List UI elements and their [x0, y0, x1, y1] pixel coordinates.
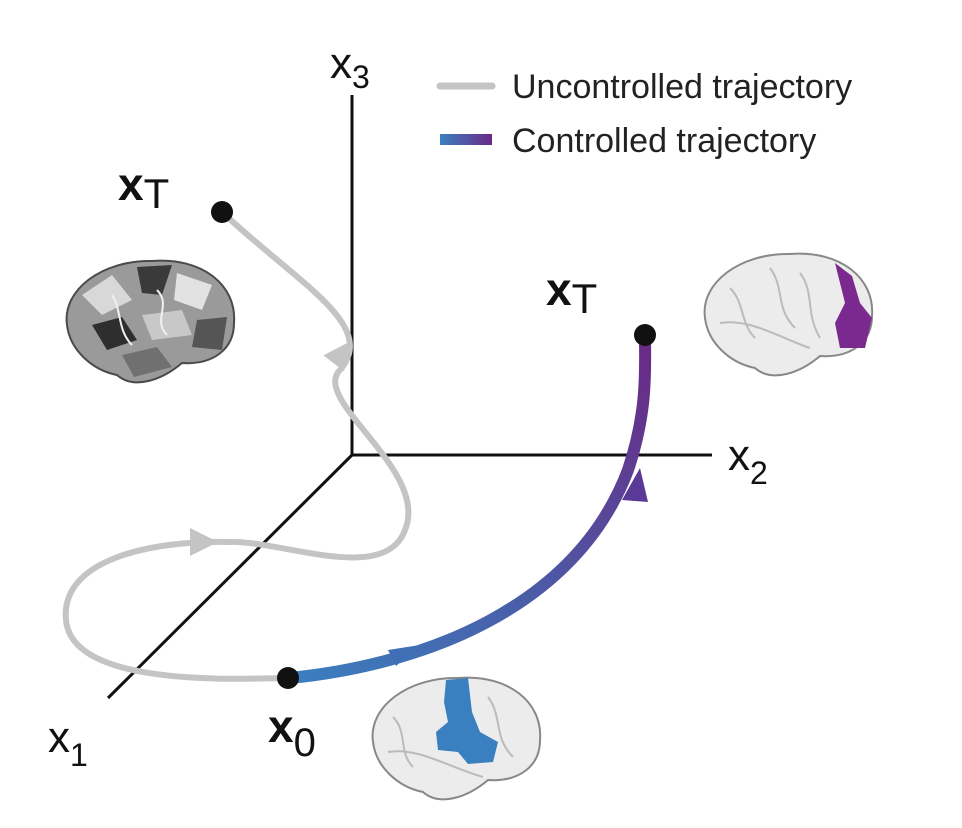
axis-label-x1: x1: [48, 713, 88, 773]
legend-swatch-controlled: [440, 134, 492, 145]
axis-label-x3: x3: [330, 39, 370, 95]
axes: [106, 95, 712, 700]
controlled-trajectory: [284, 329, 652, 684]
point-start: [277, 667, 299, 689]
brain-icon-grayscale: [65, 259, 236, 384]
point-target-controlled: [634, 324, 656, 346]
uncontrolled-trajectory: [62, 209, 412, 682]
axis-x1: [106, 453, 354, 700]
label-target-controlled: xT: [546, 263, 597, 322]
uncontrolled-arrowhead-lower: [190, 528, 218, 556]
legend-label-controlled: Controlled trajectory: [512, 122, 816, 160]
controlled-arrowhead-upper: [622, 468, 648, 502]
controlled-arrowhead-lower: [388, 645, 420, 666]
point-target-uncontrolled: [211, 201, 233, 223]
label-start: x0: [268, 700, 316, 765]
legend: Uncontrolled trajectory Controlled traje…: [436, 68, 852, 160]
legend-label-uncontrolled: Uncontrolled trajectory: [512, 68, 852, 106]
label-target-uncontrolled: xT: [118, 158, 169, 217]
axis-label-x2: x2: [728, 431, 768, 491]
brain-icon-blue-highlight: [371, 676, 542, 801]
brain-icon-purple-highlight: [703, 252, 874, 377]
uncontrolled-arrowhead-upper: [323, 341, 351, 372]
